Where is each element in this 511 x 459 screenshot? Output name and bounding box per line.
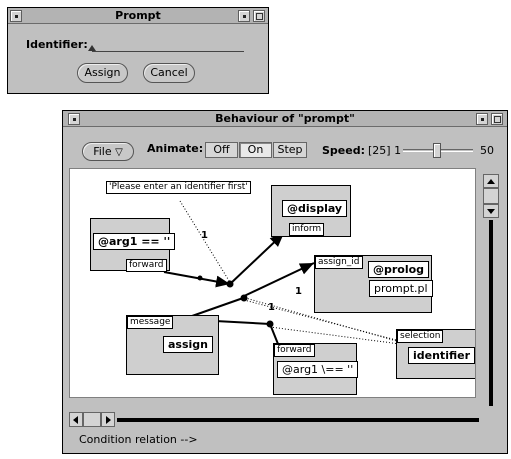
display-label: @display <box>282 200 348 217</box>
text-caret-icon <box>88 45 96 51</box>
scroll-track <box>117 418 479 422</box>
arg1-eq-node[interactable]: @arg1 == '' forward <box>90 218 176 272</box>
message-port[interactable]: message <box>127 316 174 329</box>
scroll-thumb[interactable] <box>483 188 499 204</box>
selection-port[interactable]: selection <box>397 330 444 343</box>
scroll-down-button[interactable] <box>483 204 499 218</box>
assign-node[interactable]: message assign <box>126 315 219 375</box>
maximize-button[interactable] <box>253 10 265 22</box>
assign-label: assign <box>163 336 213 353</box>
animate-label: Animate: <box>147 142 204 155</box>
file-menu-button[interactable]: File ▽ <box>82 142 134 161</box>
animate-options: Off On Step <box>205 142 310 158</box>
identifier-label: identifier <box>408 347 475 364</box>
behaviour-titlebar[interactable]: Behaviour of "prompt" <box>63 111 507 127</box>
assign-id-port[interactable]: assign_id <box>315 256 363 269</box>
animate-step-button[interactable]: Step <box>273 142 307 158</box>
speed-value: [25] 1 <box>368 144 402 157</box>
triangle-left-icon <box>73 416 78 424</box>
scroll-left-button[interactable] <box>69 412 83 427</box>
animate-off-button[interactable]: Off <box>205 142 238 158</box>
minimize-icon <box>243 15 246 18</box>
animate-on-button[interactable]: On <box>239 142 272 158</box>
identifier-input[interactable] <box>92 36 244 52</box>
triangle-down-icon <box>487 209 495 214</box>
speed-slider[interactable] <box>403 143 473 158</box>
maximize-icon <box>494 116 501 123</box>
scroll-right-button[interactable] <box>101 412 115 427</box>
prompt-titlebar[interactable]: Prompt <box>8 8 268 24</box>
behaviour-window: Behaviour of "prompt" File ▽ Animate: Of… <box>62 110 508 454</box>
scroll-track <box>489 220 493 406</box>
arg1-neq-node[interactable]: forward @arg1 \== '' <box>273 343 359 395</box>
junction-dot <box>197 275 203 281</box>
junction-dot <box>240 294 248 302</box>
file-menu-label: File <box>93 145 112 158</box>
prompt-title: Prompt <box>115 9 161 22</box>
minimize-icon <box>481 118 484 121</box>
vertical-scrollbar[interactable] <box>483 174 499 412</box>
prolog-label: @prolog <box>368 261 430 278</box>
triangle-right-icon <box>106 416 111 424</box>
assign-button[interactable]: Assign <box>77 63 128 83</box>
prompt-window: Prompt Identifier: Assign Cancel <box>7 7 269 94</box>
junction-dot <box>266 320 274 328</box>
maximize-icon <box>256 13 263 20</box>
status-text: Condition relation --> <box>79 433 198 446</box>
minimize-button[interactable] <box>476 113 488 125</box>
scroll-thumb[interactable] <box>83 412 101 427</box>
horizontal-scrollbar[interactable] <box>69 412 485 428</box>
chevron-down-icon: ▽ <box>115 147 123 158</box>
scroll-up-button[interactable] <box>483 174 499 188</box>
cancel-button[interactable]: Cancel <box>143 63 195 83</box>
forward-port[interactable]: forward <box>274 344 315 357</box>
arg1-neq-label: @arg1 \== '' <box>277 361 359 378</box>
comment-note[interactable]: 'Please enter an identifier first' <box>106 181 251 194</box>
conn-label: 1 <box>268 302 275 313</box>
prolog-file: prompt.pl <box>369 280 433 297</box>
window-menu-button[interactable] <box>10 10 22 22</box>
minimize-button[interactable] <box>238 10 250 22</box>
conn-label: 1 <box>201 230 208 241</box>
menu-dot-icon <box>15 15 18 18</box>
prolog-node[interactable]: assign_id @prolog prompt.pl <box>314 255 433 313</box>
diagram-canvas[interactable]: 'Please enter an identifier first' 1 1 1… <box>69 168 476 398</box>
speed-label: Speed: <box>322 144 365 157</box>
behaviour-title: Behaviour of "prompt" <box>215 112 355 125</box>
toolbar: File ▽ Animate: Off On Step Speed: [25] … <box>63 139 507 163</box>
display-node[interactable]: @display inform <box>271 185 351 237</box>
maximize-button[interactable] <box>491 113 503 125</box>
speed-max: 50 <box>480 144 494 157</box>
identifier-label: Identifier: <box>26 38 88 51</box>
speed-slider-thumb[interactable] <box>433 143 441 158</box>
inform-port[interactable]: inform <box>289 223 325 236</box>
conn-label: 1 <box>295 286 302 297</box>
junction-dot <box>226 280 234 288</box>
window-menu-button[interactable] <box>68 113 80 125</box>
identifier-node[interactable]: selection identifier <box>396 329 475 379</box>
arg1-eq-label: @arg1 == '' <box>93 233 176 250</box>
menu-dot-icon <box>73 118 76 121</box>
triangle-up-icon <box>487 179 495 184</box>
forward-port[interactable]: forward <box>126 259 167 272</box>
